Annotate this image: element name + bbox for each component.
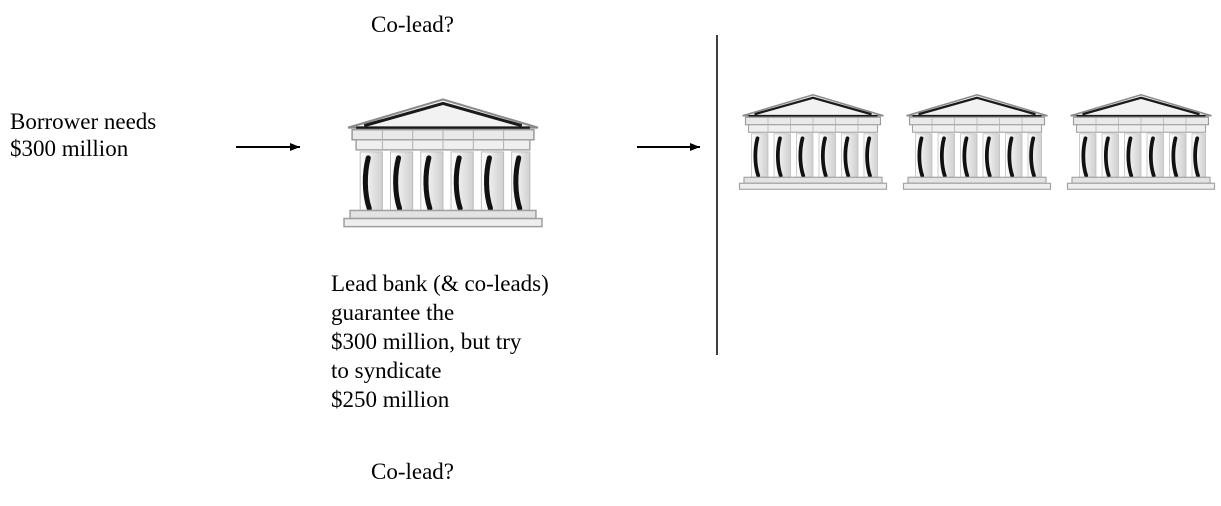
borrower-line-1: Borrower needs [10,109,157,134]
borrower-line-2: $300 million [10,136,129,161]
bank-building-icon [738,92,888,192]
lead-bank-line-3: $300 million, but try [331,329,522,354]
lead-bank-line-4: to syndicate [331,358,442,383]
lead-bank-line-2: guarantee the [331,300,455,325]
bank-building-icon [344,99,542,226]
lead-bank-line-1: Lead bank (& co-leads) [331,271,549,296]
lead-bank-description: Lead bank (& co-leads) guarantee the $30… [331,269,549,414]
top-colead-label: Co-lead? [371,12,455,37]
bank-building-icon [902,92,1052,192]
lead-bank-line-5: $250 million [331,387,450,412]
bottom-colead-label: Co-lead? [371,459,455,484]
bank-building-icon [1066,92,1216,192]
borrower-label: Borrower needs $300 million [10,108,156,162]
